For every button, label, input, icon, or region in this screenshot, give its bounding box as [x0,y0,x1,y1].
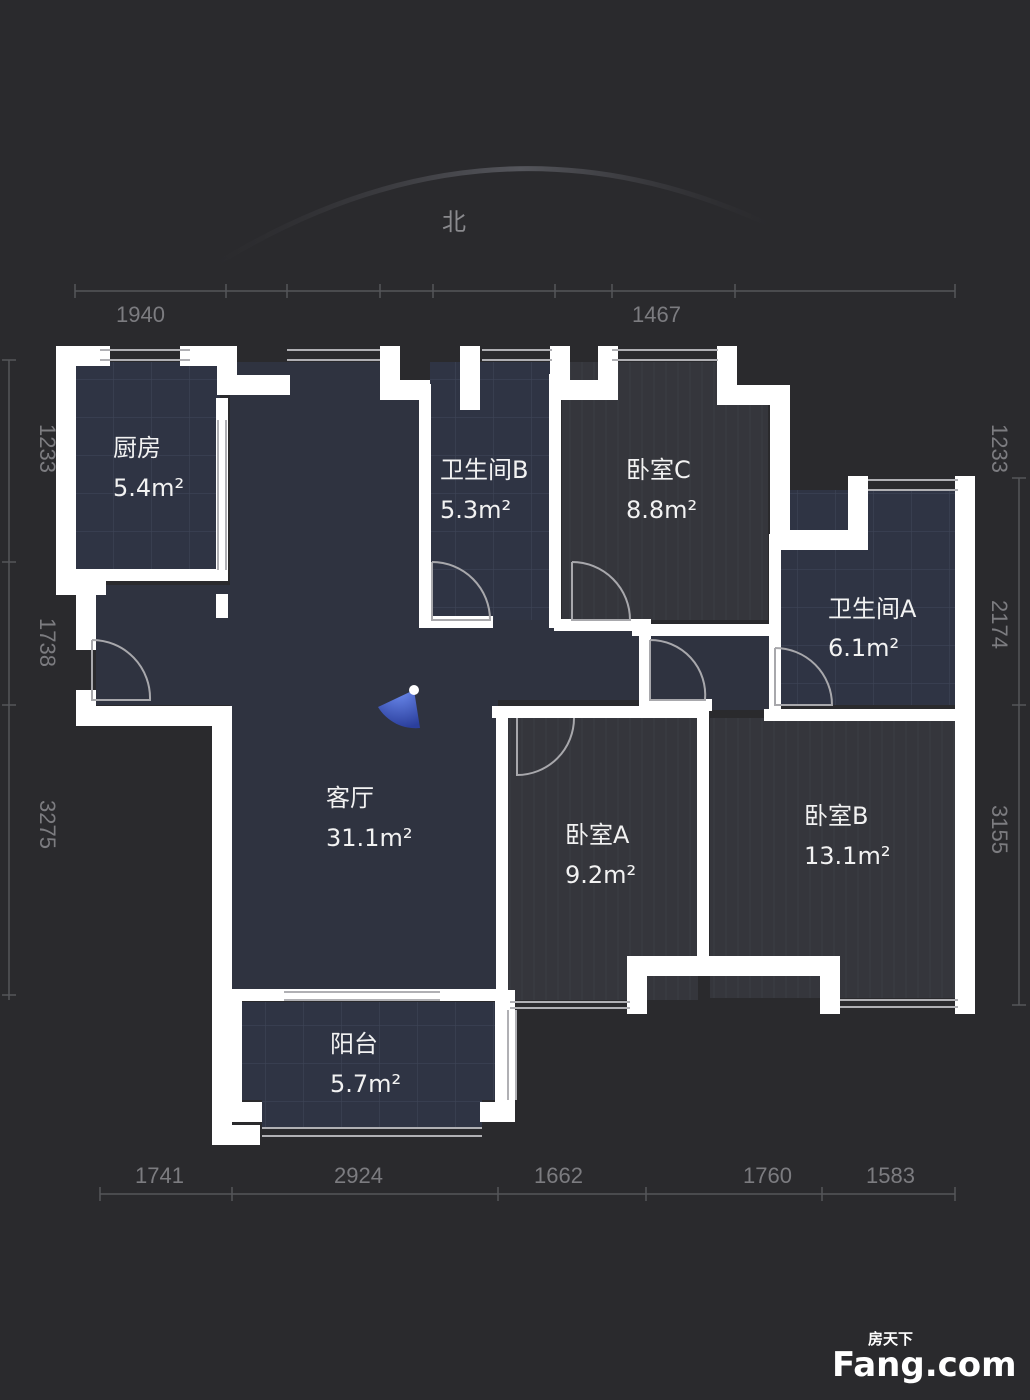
room-labels: 厨房 5.4m² 卫生间B 5.3m² 卧室C 8.8m² 卫生间A 6.1m²… [113,434,917,1098]
dimension-lines [2,284,1026,1201]
room-bath-a-name: 卫生间A [828,595,917,623]
room-bed-b-name: 卧室B [804,802,868,830]
room-bed-a-area: 9.2m² [565,861,636,889]
room-bath-b-name: 卫生间B [440,456,528,484]
dim-right-2: 2174 [987,600,1012,649]
dim-right-3: 3155 [987,805,1012,854]
dim-bottom-5: 1583 [866,1163,915,1188]
windows [100,349,958,1137]
dim-bottom-2: 2924 [334,1163,383,1188]
camera-view-icon [378,685,420,729]
room-living-area: 31.1m² [326,824,412,852]
dim-bottom-1: 1741 [135,1163,184,1188]
dim-right-1: 1233 [987,424,1012,473]
room-bed-a-name: 卧室A [565,821,630,849]
walls [56,346,975,1145]
room-kitchen-area: 5.4m² [113,474,184,502]
room-floors [76,362,956,1128]
room-bed-c-name: 卧室C [626,456,691,484]
dim-left-1: 1233 [35,424,60,473]
room-balcony-area: 5.7m² [330,1070,401,1098]
compass-arc [213,166,772,268]
dim-top-1: 1940 [116,302,165,327]
room-bed-b-area: 13.1m² [804,842,890,870]
room-kitchen-name: 厨房 [113,434,161,462]
room-balcony-name: 阳台 [330,1030,378,1058]
dim-left-2: 1738 [35,618,60,667]
room-bath-a-area: 6.1m² [828,634,899,662]
room-living-name: 客厅 [326,784,374,812]
logo-en-text: Fang.com [832,1345,1017,1385]
dim-bottom-3: 1662 [534,1163,583,1188]
dim-bottom-4: 1760 [743,1163,792,1188]
fang-logo: 房天下 Fang.com [832,1330,1017,1385]
room-bed-c-area: 8.8m² [626,496,697,524]
room-bath-b-area: 5.3m² [440,496,511,524]
dim-top-2: 1467 [632,302,681,327]
doors [91,561,834,777]
dim-left-3: 3275 [35,800,60,849]
logo-cn-text: 房天下 [868,1330,913,1348]
compass-north-label: 北 [442,208,466,236]
